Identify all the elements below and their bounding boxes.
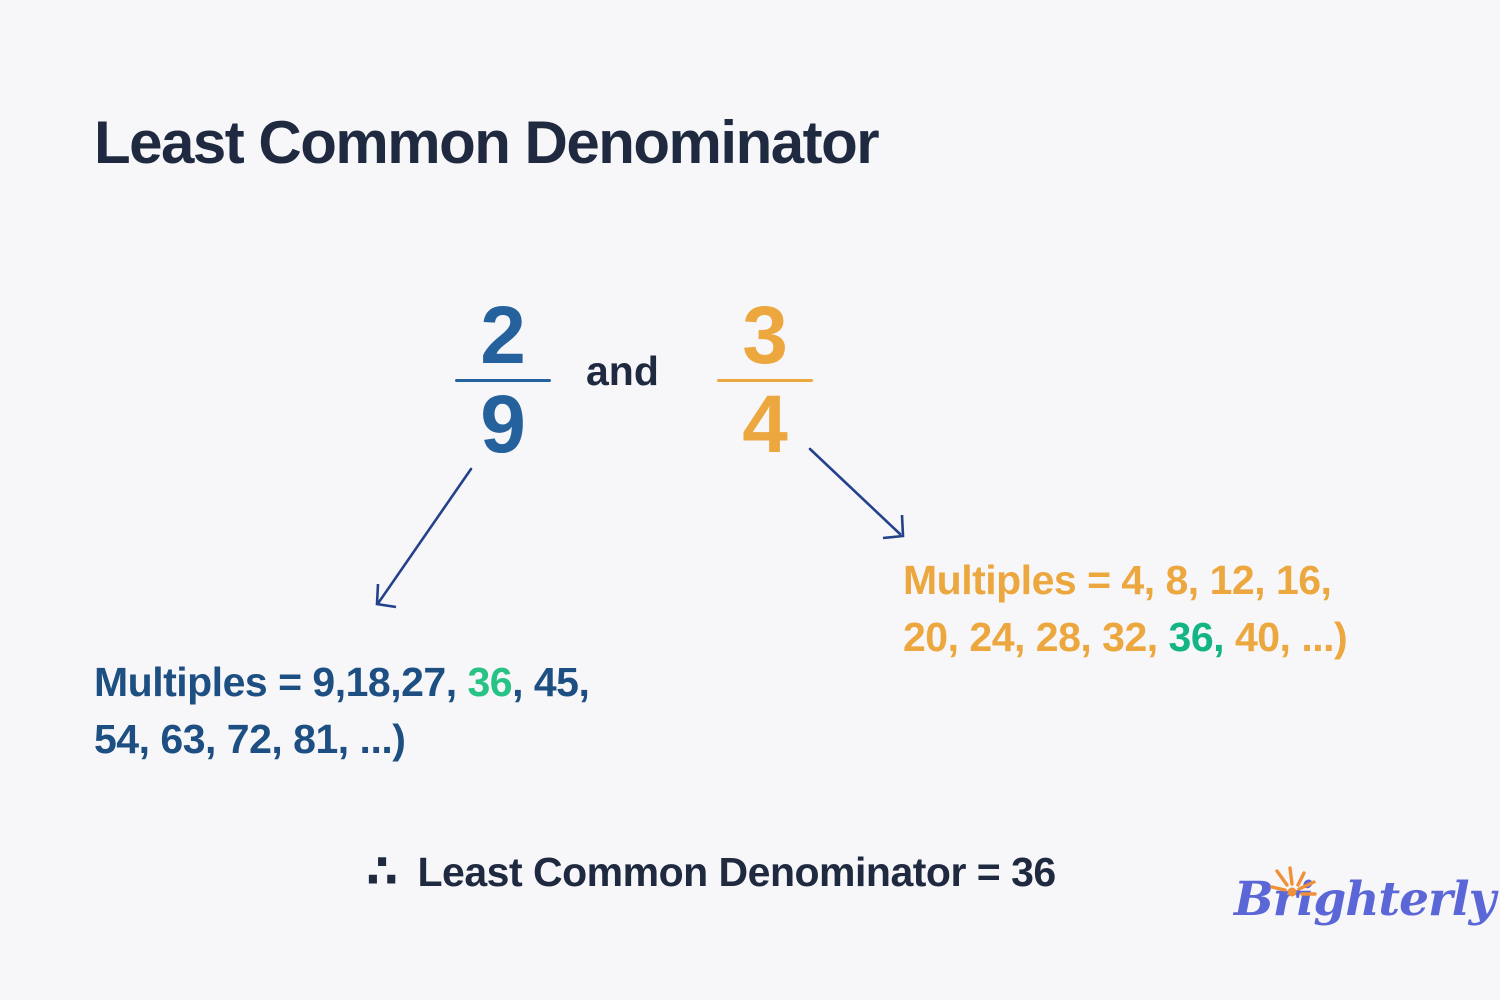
multiples-left-line1: Multiples = 9,18,27, 36, 45, bbox=[94, 659, 590, 705]
numerator: 2 bbox=[480, 290, 526, 381]
conclusion-text: Least Common Denominator = 36 bbox=[417, 849, 1057, 895]
multiples-of-4: Multiples = 4, 8, 12, 16, 20, 24, 28, 32… bbox=[903, 552, 1348, 666]
multiples-of-9: Multiples = 9,18,27, 36, 45, 54, 63, 72,… bbox=[94, 654, 590, 768]
multiples-right-line1: Multiples = 4, 8, 12, 16, bbox=[903, 557, 1332, 603]
fraction-bar bbox=[717, 379, 813, 382]
multiples-right-line2: 20, 24, 28, 32, 36, 40, ...) bbox=[903, 614, 1348, 660]
numerator: 3 bbox=[742, 290, 788, 381]
common-multiple-highlight: 36 bbox=[467, 659, 513, 705]
page-title: Least Common Denominator bbox=[94, 109, 880, 176]
fraction-three-fourths: 3 4 bbox=[717, 293, 813, 468]
fraction-two-ninths: 2 9 bbox=[455, 293, 551, 468]
common-multiple-highlight: 36, bbox=[1168, 614, 1225, 660]
denominator: 9 bbox=[480, 379, 526, 470]
arrow-to-right-multiples bbox=[808, 447, 905, 540]
denominator: 4 bbox=[742, 379, 788, 470]
sun-icon bbox=[1270, 866, 1317, 897]
arrow-to-left-multiples bbox=[375, 467, 473, 609]
conclusion-statement: ∴ Least Common Denominator = 36 bbox=[366, 843, 1057, 898]
therefore-symbol: ∴ bbox=[366, 844, 398, 898]
brighterly-logo: Brighterly bbox=[1234, 866, 1496, 927]
multiples-left-line2: 54, 63, 72, 81, ...) bbox=[94, 716, 406, 762]
logo-wordmark: Brighterly bbox=[1234, 872, 1496, 927]
connector-word: and bbox=[586, 348, 659, 394]
fraction-bar bbox=[455, 379, 551, 382]
